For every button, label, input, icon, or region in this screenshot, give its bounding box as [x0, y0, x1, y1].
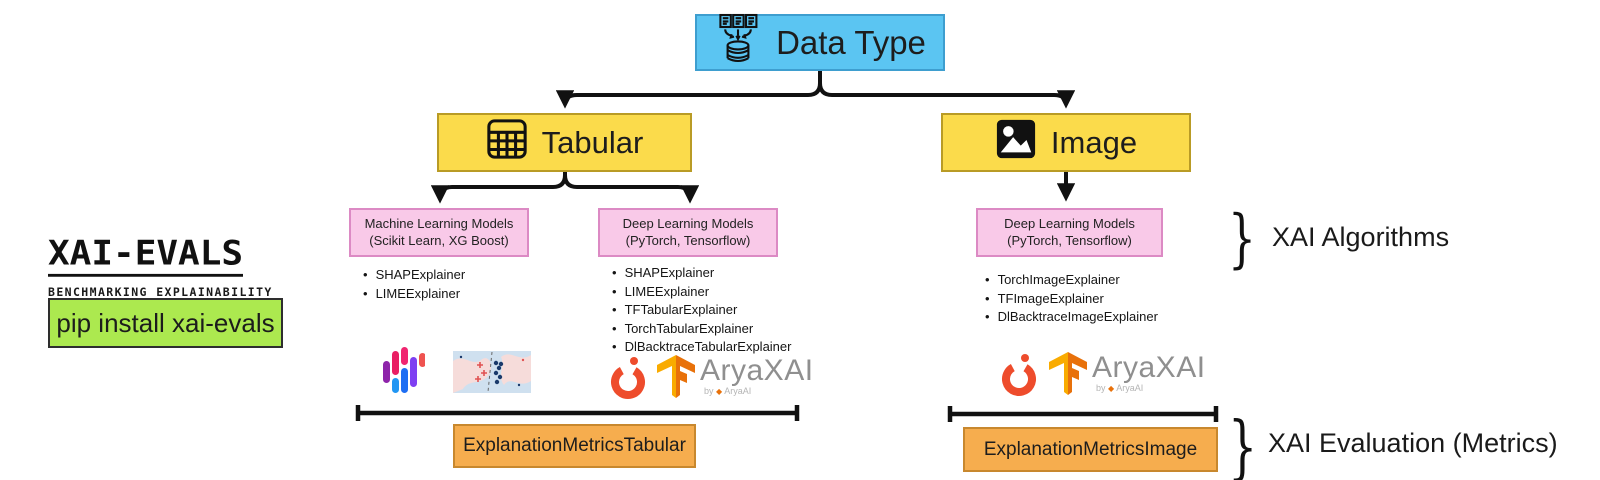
aryaai-mark-icon: ◆	[1108, 384, 1115, 393]
aryaxai-subtext: by ◆ AryaAI	[704, 386, 752, 396]
explainer-item: DlBacktraceImageExplainer	[985, 308, 1158, 327]
explanation-metrics-image-label: ExplanationMetricsImage	[983, 438, 1198, 460]
explanation-metrics-tabular-box: ExplanationMetricsTabular	[453, 424, 696, 468]
ml-models-subtitle: (Scikit Learn, XG Boost)	[369, 232, 509, 248]
aryaxai-logo: AryaXAI by ◆ AryaAI	[700, 354, 814, 397]
tensorflow-logo	[1046, 351, 1090, 402]
shap-logo	[383, 347, 426, 402]
pip-install-command: pip install xai-evals	[56, 307, 275, 338]
aryaxai-text: AryaXAI	[700, 354, 814, 387]
branding-tagline: BENCHMARKING EXPLAINABILITY	[48, 285, 273, 299]
explainer-item: LIMEExplainer	[363, 285, 465, 304]
image-node: Image	[941, 113, 1191, 172]
image-label: Image	[1050, 124, 1138, 160]
explainer-item: DlBacktraceTabularExplainer	[612, 338, 792, 357]
metrics-span-lines	[355, 405, 1219, 422]
xai-evaluation-label: XAI Evaluation (Metrics)	[1268, 428, 1558, 458]
pytorch-logo	[997, 349, 1041, 402]
xai-algorithms-label: XAI Algorithms	[1272, 222, 1450, 252]
dl-models-image-subtitle: (PyTorch, Tensorflow)	[1007, 232, 1132, 248]
image-icon	[995, 118, 1037, 168]
explainer-item: LIMEExplainer	[612, 283, 791, 302]
ml-explainers-list: SHAPExplainer LIMEExplainer	[363, 266, 466, 304]
explainer-item: TFImageExplainer	[985, 290, 1158, 309]
table-icon	[486, 118, 528, 168]
explanation-metrics-tabular-label: ExplanationMetricsTabular	[463, 435, 686, 456]
ml-models-title: Machine Learning Models	[364, 216, 514, 231]
explainer-item: SHAPExplainer	[363, 266, 466, 285]
dl-image-explainers-list: TorchImageExplainer TFImageExplainer DlB…	[985, 271, 1158, 327]
evaluation-brace: }	[1228, 406, 1258, 480]
dl-models-image-title: Deep Learning Models	[1004, 216, 1135, 231]
data-sources-icon	[714, 13, 762, 73]
ml-models-box: Machine Learning Models (Scikit Learn, X…	[349, 208, 529, 257]
algorithms-brace: }	[1228, 202, 1256, 276]
aryaxai-text: AryaXAI	[1092, 351, 1206, 384]
aryaxai-logo: AryaXAI by ◆ AryaAI	[1092, 351, 1206, 394]
data-type-node: Data Type	[695, 13, 945, 73]
explainer-item: TFTabularExplainer	[612, 301, 791, 320]
dl-models-image-box: Deep Learning Models (PyTorch, Tensorflo…	[976, 208, 1163, 257]
dl-tabular-explainers-list: SHAPExplainer LIMEExplainer TFTabularExp…	[612, 264, 792, 357]
branding-block: XAI-EVALS BENCHMARKING EXPLAINABILITY	[48, 234, 288, 299]
pip-install-box: pip install xai-evals	[48, 298, 283, 348]
explainer-item: SHAPExplainer	[612, 264, 791, 283]
dl-models-tabular-subtitle: (PyTorch, Tensorflow)	[625, 232, 751, 248]
pytorch-logo	[606, 352, 650, 405]
tabular-label: Tabular	[541, 124, 644, 160]
aryaai-mark-icon: ◆	[716, 387, 723, 396]
tabular-node: Tabular	[437, 113, 692, 172]
dl-models-tabular-box: Deep Learning Models (PyTorch, Tensorflo…	[598, 208, 778, 257]
explainer-item: TorchTabularExplainer	[612, 320, 791, 339]
lime-logo	[453, 351, 531, 398]
xai-evals-wordmark: XAI-EVALS	[48, 234, 244, 277]
explanation-metrics-image-box: ExplanationMetricsImage	[963, 427, 1218, 472]
dl-models-tabular-title: Deep Learning Models	[622, 216, 754, 231]
tensorflow-logo	[654, 354, 698, 405]
data-type-label: Data Type	[776, 23, 926, 61]
explainer-item: TorchImageExplainer	[985, 271, 1158, 290]
aryaxai-subtext: by ◆ AryaAI	[1096, 383, 1144, 393]
